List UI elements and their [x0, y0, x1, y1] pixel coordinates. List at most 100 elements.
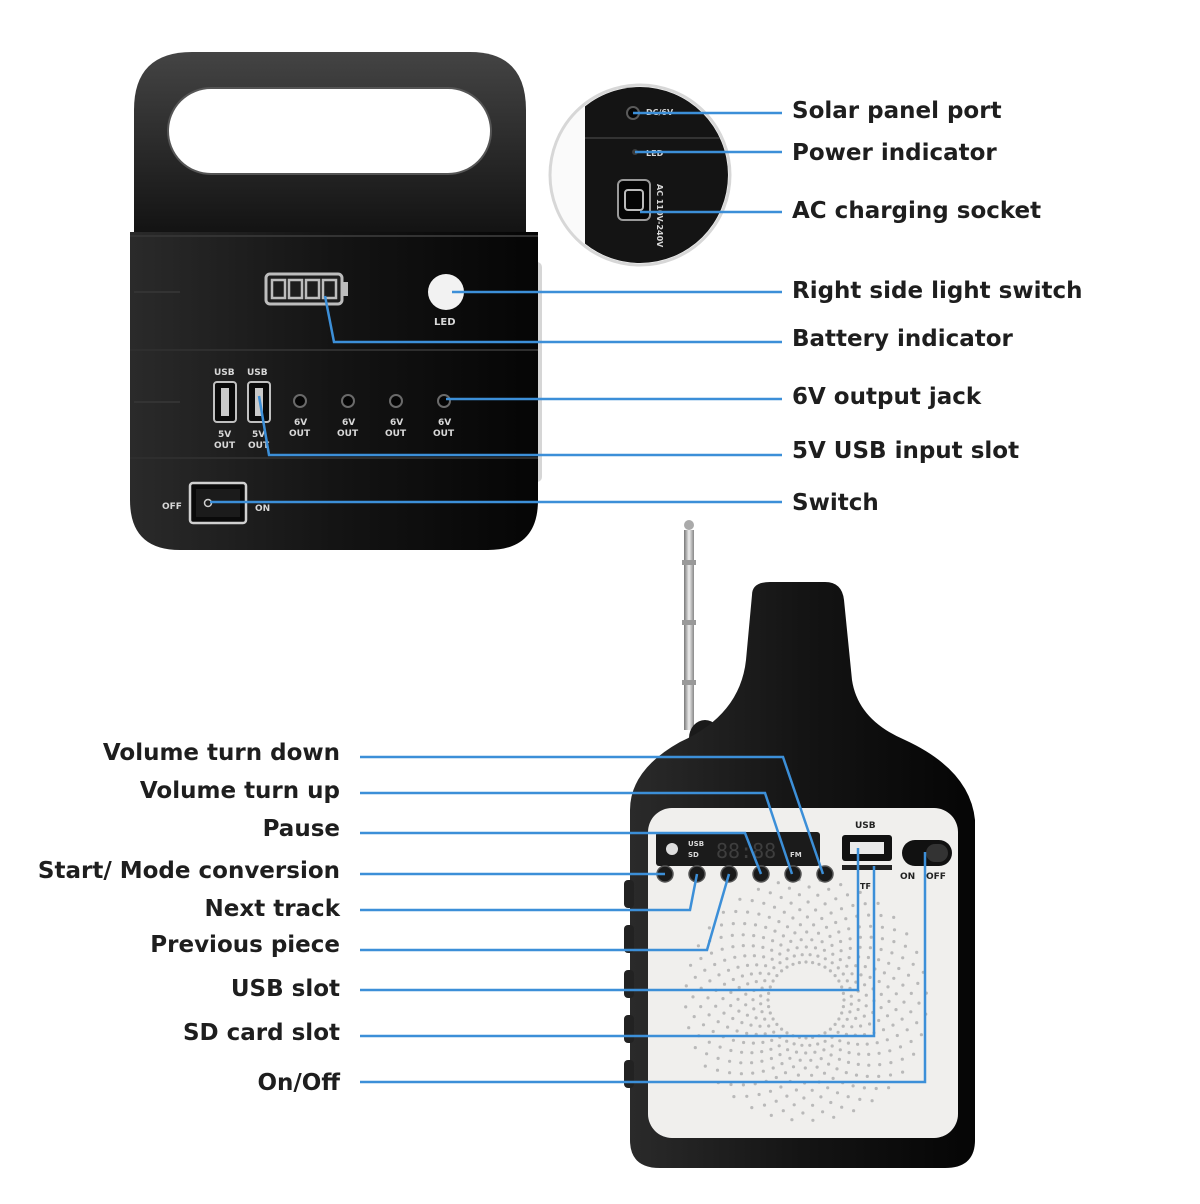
grille-hole: [760, 1050, 764, 1054]
grille-hole: [785, 1031, 789, 1035]
grille-hole: [785, 957, 789, 961]
grille-hole: [909, 991, 913, 996]
handle-opening: [168, 88, 491, 174]
jack-out-marking: OUT: [337, 429, 359, 439]
grille-hole: [826, 1086, 830, 1090]
grille-hole: [707, 1040, 711, 1044]
grille-hole: [828, 969, 833, 973]
grille-hole: [745, 1094, 749, 1098]
grille-hole: [789, 939, 793, 944]
ac-socket[interactable]: [617, 179, 651, 221]
svg-text:USB: USB: [688, 840, 704, 848]
control-button-5[interactable]: [784, 865, 802, 883]
grille-hole: [840, 1011, 844, 1015]
grille-hole: [887, 999, 891, 1004]
grille-hole: [703, 1064, 707, 1068]
grille-hole: [762, 901, 766, 905]
svg-text:USB: USB: [247, 368, 268, 378]
grille-hole: [729, 1004, 733, 1008]
grille-hole: [858, 1097, 862, 1101]
dc-jack-3[interactable]: [389, 394, 403, 408]
svg-text:OUT: OUT: [248, 441, 270, 451]
light-switch-button[interactable]: [428, 274, 464, 310]
grille-hole: [754, 1016, 758, 1020]
callout-battery-indicator: Battery indicator: [792, 326, 1013, 352]
grille-hole: [799, 938, 803, 942]
callout-previous-piece: Previous piece: [150, 932, 340, 958]
grille-hole: [879, 992, 883, 997]
grille-hole: [866, 955, 871, 960]
callout-5v-usb-input-slot: 5V USB input slot: [792, 438, 1020, 464]
sd-card-slot[interactable]: [842, 865, 892, 870]
grille-hole: [798, 923, 803, 927]
grille-hole: [868, 946, 873, 950]
grille-hole: [786, 948, 790, 952]
grille-hole: [847, 1051, 851, 1055]
grille-hole: [875, 1041, 879, 1045]
grille-hole: [751, 1041, 756, 1045]
grille-hole: [889, 1061, 893, 1065]
grille-hole: [879, 1006, 883, 1010]
grille-hole: [737, 985, 741, 990]
grille-hole: [731, 1016, 735, 1021]
grille-hole: [917, 1001, 921, 1005]
grille-hole: [794, 1088, 799, 1092]
dc-jack-1[interactable]: [293, 394, 307, 408]
grille-hole: [874, 1086, 878, 1091]
grille-hole: [761, 1040, 765, 1044]
jack-out-marking: OUT: [289, 429, 311, 439]
grille-hole: [758, 1024, 762, 1028]
grille-hole: [888, 1073, 893, 1077]
grille-hole: [854, 1016, 858, 1021]
grille-hole: [812, 923, 816, 927]
grille-hole: [835, 1067, 839, 1071]
grille-hole: [757, 1092, 761, 1097]
grille-hole: [888, 1049, 892, 1053]
grille-hole: [742, 1040, 746, 1045]
grille-hole: [859, 973, 863, 977]
dc-jack-2[interactable]: [341, 394, 355, 408]
grille-hole: [769, 1047, 773, 1051]
grille-hole: [876, 901, 880, 906]
grille-hole: [895, 1033, 899, 1038]
callout-volume-turn-down: Volume turn down: [102, 740, 340, 766]
dc-jack-4[interactable]: [437, 394, 451, 408]
callout-start-mode-conversion: Start/ Mode conversion: [37, 858, 340, 884]
grille-hole: [750, 899, 754, 903]
grille-hole: [718, 1045, 722, 1049]
control-button-6[interactable]: [816, 865, 834, 883]
svg-text:5V: 5V: [218, 430, 231, 440]
grille-hole: [808, 1043, 812, 1047]
svg-text:88:88: 88:88: [716, 839, 776, 863]
callout-ac-charging-socket: AC charging socket: [792, 198, 1042, 224]
grille-hole: [706, 996, 710, 1000]
svg-text:OUT: OUT: [214, 441, 236, 451]
grille-hole: [790, 1118, 794, 1122]
grille-hole: [911, 962, 915, 966]
grille-hole: [829, 911, 833, 915]
grille-hole: [728, 1059, 732, 1063]
grille-hole: [823, 957, 827, 961]
grille-hole: [752, 934, 756, 938]
grille-hole: [892, 915, 896, 920]
power-toggle[interactable]: ON OFF: [900, 840, 952, 882]
usb-slot-marking: USB: [855, 821, 876, 831]
grille-hole: [760, 1059, 764, 1063]
grille-hole: [856, 1042, 860, 1046]
grille-hole: [841, 1024, 845, 1028]
jack-out-marking: OUT: [385, 429, 407, 439]
grille-hole: [772, 966, 776, 970]
grille-hole: [828, 934, 832, 939]
grille-hole: [783, 1071, 788, 1075]
main-power-switch[interactable]: OFF ON: [162, 481, 270, 525]
grille-hole: [854, 1073, 859, 1077]
grille-hole: [822, 1071, 827, 1075]
grille-hole: [864, 993, 868, 997]
grille-hole: [858, 945, 862, 949]
grille-hole: [880, 937, 885, 941]
grille-hole: [820, 916, 824, 921]
grille-hole: [879, 913, 883, 918]
grille-hole: [779, 943, 783, 947]
leader-line: [360, 755, 825, 875]
grille-hole: [751, 998, 755, 1002]
